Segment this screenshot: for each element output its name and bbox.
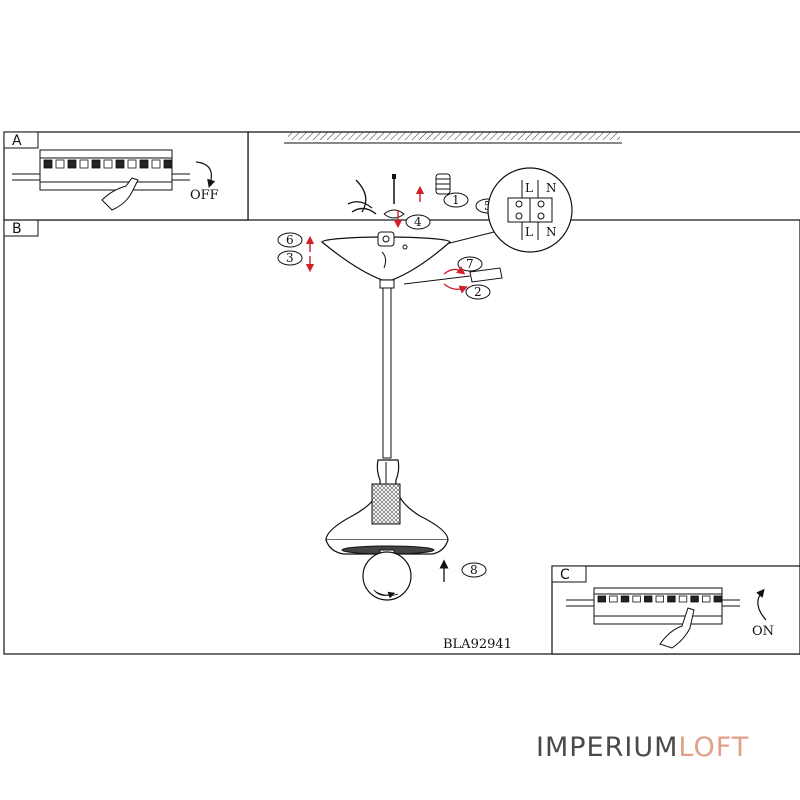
canopy-terminal-icon [377, 231, 395, 247]
breaker-cell [655, 595, 664, 603]
step-7-arrow-icon [443, 266, 466, 275]
brand-logo-part2: LOFT [678, 732, 750, 763]
panel-c-tag [551, 565, 587, 583]
terminal-label-n-top: N [546, 181, 557, 195]
breaker-cell [609, 595, 618, 603]
breaker-cell [127, 159, 137, 169]
svg-text:6: 6 [286, 233, 294, 247]
supply-cable-icon [347, 179, 377, 215]
off-label: OFF [190, 188, 219, 203]
svg-text:1: 1 [452, 193, 460, 207]
terminal-block-detail: L N L N [437, 167, 573, 253]
mounting-bracket-icon [383, 209, 405, 219]
panel-a-letter: A [12, 133, 22, 149]
panel-c: C ON [551, 565, 800, 655]
bulb-rotate-arrow-icon [373, 589, 396, 599]
breaker-cell [55, 159, 65, 169]
breaker-cell [620, 595, 630, 603]
wall-plug-icon [435, 173, 451, 195]
breaker-block-a [12, 149, 190, 191]
brand-logo: IMPERIUMLOFT [536, 732, 749, 763]
breaker-cell [67, 159, 77, 169]
panel-b-letter: B [12, 221, 22, 237]
breaker-cell [632, 595, 641, 603]
lamp-socket-icon [371, 483, 401, 525]
panel-a-tag [3, 131, 39, 149]
mounting-hardware [347, 173, 451, 229]
breaker-cell [690, 595, 699, 603]
breaker-cell [597, 595, 606, 603]
glass-shade [325, 459, 449, 555]
svg-text:4: 4 [414, 215, 422, 229]
switch-off-arrow-icon [195, 161, 216, 189]
breaker-cell [79, 159, 89, 169]
panel-c-letter: C [560, 567, 570, 583]
breaker-cell [91, 159, 101, 169]
suspension-rod [382, 287, 392, 459]
breaker-cell [667, 595, 676, 603]
ceiling-hatch [288, 132, 620, 140]
breaker-cell [43, 159, 53, 169]
svg-text:3: 3 [286, 251, 294, 265]
brand-logo-part1: IMPERIUM [536, 732, 679, 763]
step-3-marker: 3 [277, 250, 303, 266]
svg-text:2: 2 [474, 285, 482, 299]
hand-icon [101, 177, 139, 211]
breaker-cell [678, 595, 688, 603]
step-4-marker: 4 [405, 214, 431, 230]
breaker-cell [644, 595, 653, 603]
breaker-cell [702, 595, 711, 603]
breaker-cell [163, 159, 173, 169]
step-markers: 1 4 6 3 7 2 5 8 [277, 192, 501, 578]
step-7-marker: 7 [457, 256, 483, 272]
step-1-marker: 1 [443, 192, 469, 208]
svg-text:8: 8 [470, 563, 478, 577]
model-number: BLA92941 [443, 637, 512, 652]
panel-a: A OFF [3, 131, 249, 221]
light-bulb-icon [362, 549, 412, 601]
step-2-arrow-icon [443, 283, 468, 294]
switch-on-arrow-icon [756, 588, 767, 621]
terminal-label-l-top: L [525, 181, 533, 195]
step-8-marker: 8 [461, 562, 487, 578]
step-2-marker: 2 [465, 284, 491, 300]
ceiling-canopy [321, 231, 451, 289]
cable-grip-icon [379, 279, 395, 289]
breaker-cell [103, 159, 113, 169]
hand-icon-c [659, 607, 695, 649]
breaker-cell [151, 159, 161, 169]
breaker-cell [115, 159, 125, 169]
screwdriver-icon [403, 267, 503, 285]
breaker-block-c [566, 587, 740, 625]
svg-text:7: 7 [466, 257, 474, 271]
terminal-label-l-bottom: L [525, 225, 533, 239]
step-6-marker: 6 [277, 232, 303, 248]
breaker-cell [713, 595, 722, 603]
breaker-cell [139, 159, 149, 169]
terminal-label-n-bottom: N [546, 225, 557, 239]
on-label: ON [752, 624, 774, 639]
